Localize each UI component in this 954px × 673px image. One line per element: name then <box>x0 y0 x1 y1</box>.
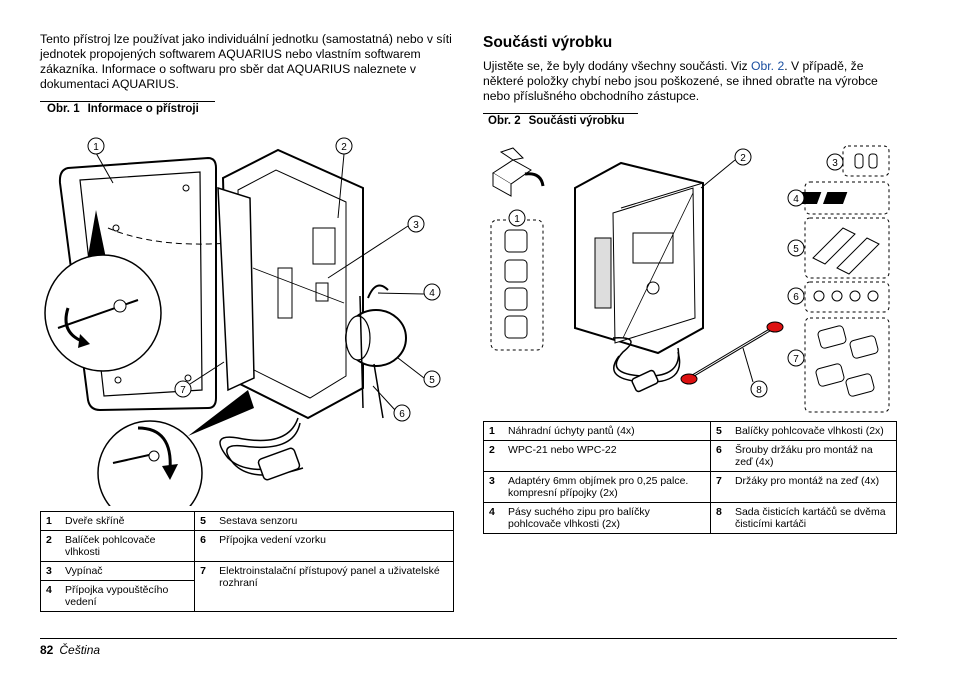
power-cord <box>219 417 304 481</box>
figure-2-link[interactable]: Obr. 2 <box>751 59 785 73</box>
figure-number: Obr. 1 <box>47 103 80 115</box>
svg-text:7: 7 <box>793 354 799 365</box>
svg-text:5: 5 <box>429 375 435 386</box>
callout-2: 2 <box>700 148 752 189</box>
hinge-detail <box>44 254 162 372</box>
svg-text:2: 2 <box>341 142 347 153</box>
svg-text:1: 1 <box>93 142 99 153</box>
page-footer: 82 Čeština <box>40 643 100 657</box>
svg-text:4: 4 <box>429 288 435 299</box>
components-illustration: 1 2 3 4 5 6 7 8 <box>490 145 890 413</box>
figure-title: Informace o přístroji <box>87 103 199 115</box>
sensor-assembly <box>345 284 407 419</box>
figure-number: Obr. 2 <box>488 115 521 127</box>
figure-rule <box>40 101 215 102</box>
callout-3: 3 <box>826 153 844 171</box>
figure-2-caption: Obr. 2 Součásti výrobku <box>488 115 624 127</box>
callout-2: 2 <box>335 137 353 219</box>
figure-rule <box>483 113 638 114</box>
figure-title: Součásti výrobku <box>528 115 625 127</box>
desiccant-group <box>804 217 890 279</box>
svg-text:3: 3 <box>413 220 419 231</box>
screws-group <box>804 281 890 313</box>
svg-text:1: 1 <box>514 214 520 225</box>
section-heading: Součásti výrobku <box>483 34 613 51</box>
svg-text:6: 6 <box>399 409 405 420</box>
velcro-group <box>804 181 890 215</box>
power-cord <box>612 337 681 393</box>
callout-5: 5 <box>397 357 441 388</box>
callout-6: 6 <box>787 287 805 305</box>
svg-text:3: 3 <box>832 158 838 169</box>
footer-rule <box>40 638 897 639</box>
brackets-group <box>804 317 890 413</box>
figure-1-caption: Obr. 1 Informace o přístroji <box>47 103 199 115</box>
callout-6: 6 <box>372 385 411 422</box>
svg-text:6: 6 <box>793 292 799 303</box>
hinge-clips <box>504 229 528 339</box>
callout-1: 1 <box>87 137 114 184</box>
svg-text:2: 2 <box>740 153 746 164</box>
cleaning-brush <box>680 321 784 385</box>
callout-4: 4 <box>377 283 441 301</box>
callout-4: 4 <box>787 189 805 207</box>
svg-text:4: 4 <box>793 194 799 205</box>
callout-5: 5 <box>787 239 805 257</box>
components-paragraph: Ujistěte se, že byly dodány všechny souč… <box>483 59 878 103</box>
callout-8: 8 <box>742 347 768 398</box>
switch-detail <box>97 420 203 506</box>
adapters-group <box>842 145 890 177</box>
callout-3: 3 <box>327 215 425 279</box>
svg-text:5: 5 <box>793 244 799 255</box>
callout-7: 7 <box>174 361 225 398</box>
main-enclosure <box>217 148 364 420</box>
intro-paragraph: Tento přístroj lze používat jako individ… <box>40 32 452 91</box>
footer-language: Čeština <box>59 643 101 657</box>
svg-text:8: 8 <box>756 385 762 396</box>
callout-7: 7 <box>787 349 805 367</box>
package-icon <box>492 147 545 197</box>
instrument-box <box>574 161 704 355</box>
page-number: 82 <box>40 643 54 657</box>
svg-text:7: 7 <box>180 385 186 396</box>
instrument-illustration: 1 2 3 4 5 6 7 <box>44 137 441 506</box>
callout-1: 1 <box>508 209 526 227</box>
